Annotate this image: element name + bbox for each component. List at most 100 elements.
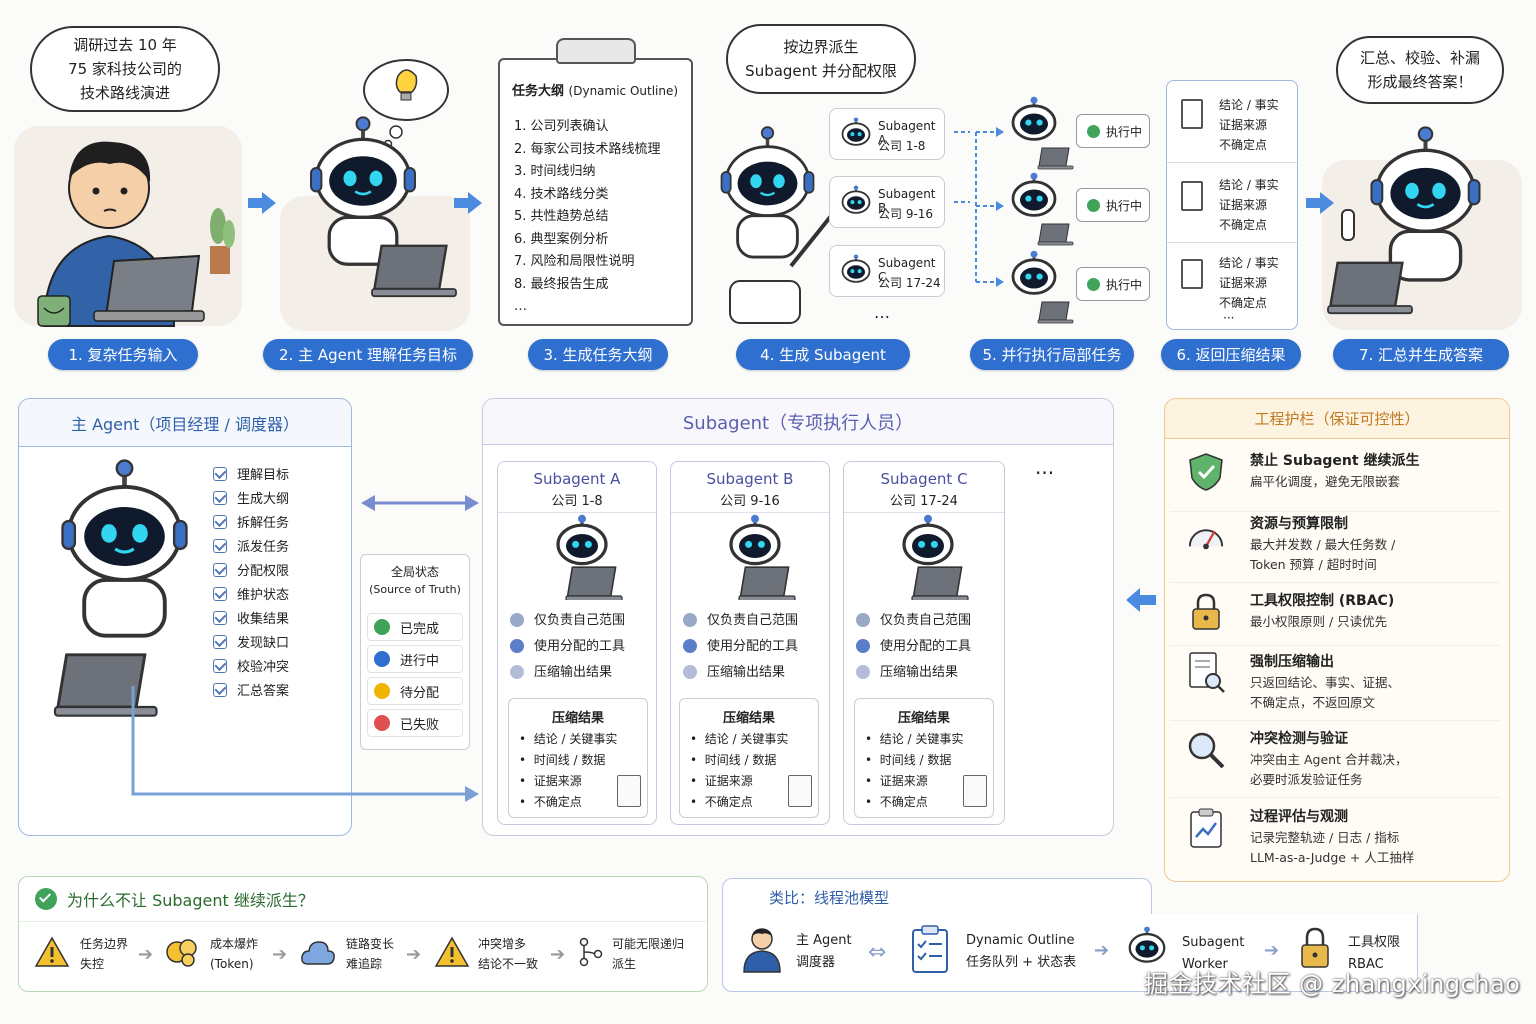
why-not-panel: 为什么不让 Subagent 继续派生？ (18, 876, 708, 992)
state-item: 进行中 (367, 645, 463, 673)
why-not-title: 为什么不让 Subagent 继续派生？ (67, 891, 314, 910)
subagent-robot-illustration (729, 514, 796, 600)
outline-item: 2. 每家公司技术路线梳理 (514, 141, 661, 157)
subagent-rule: 使用分配的工具 (510, 634, 625, 660)
why-not-line: 任务边界 (80, 937, 129, 951)
why-not-line: 可能无限递归 (612, 937, 685, 951)
state-label: 进行中 (400, 653, 440, 669)
state-label: 已完成 (400, 621, 440, 637)
guardrail-desc-line: Token 预算 / 超时时间 (1250, 557, 1377, 572)
guardrail-desc-line: 扁平化调度，避免无限嵌套 (1250, 474, 1401, 489)
main-agent-spawning-illustration (719, 126, 833, 324)
compressed-result-title: 压缩结果 (722, 711, 775, 726)
doc-icon (788, 775, 812, 807)
doc-icon (1181, 181, 1203, 211)
subagent-rule-label: 使用分配的工具 (534, 639, 626, 654)
global-state-subtitle: (Source of Truth) (369, 583, 461, 596)
check-circle-icon (510, 639, 524, 653)
compressed-result-title: 压缩结果 (551, 711, 604, 726)
result-item: • 不确定点 (865, 795, 928, 809)
flow-arrow-icon (454, 192, 482, 214)
checklist-icon (912, 925, 948, 973)
robot-icon (841, 185, 871, 214)
check-circle-icon (1087, 277, 1100, 291)
subagent-rule: 仅负责自己范围 (683, 608, 798, 634)
duty-item: 生成大纲 (213, 489, 289, 510)
manager-icon (743, 928, 781, 973)
subagent-rule-label: 使用分配的工具 (880, 639, 972, 654)
result-item: • 结论 / 关键事实 (690, 732, 789, 746)
guardrail-item: 强制压缩输出 只返回结论、事实、证据、不确定点，不返回原文 (1170, 651, 1500, 721)
outline-item: 1. 公司列表确认 (514, 119, 609, 134)
check-circle-icon (1087, 124, 1100, 138)
guardrail-item: 资源与预算限制 最大并发数 / 最大任务数 /Token 预算 / 超时时间 (1170, 513, 1500, 583)
guardrail-item: 冲突检测与验证 冲突由主 Agent 合并裁决，必要时派发验证任务 (1170, 728, 1500, 798)
why-not-line: 失控 (80, 957, 105, 971)
cost-icon (166, 939, 197, 967)
duty-label: 分配权限 (237, 564, 290, 579)
subagent-card-range: 公司 9-16 (720, 494, 780, 509)
status-dot-icon (374, 715, 390, 731)
check-circle-icon (683, 665, 697, 679)
result-item: • 不确定点 (519, 795, 582, 809)
subagent-panel-title: Subagent（专项执行人员） (682, 412, 914, 434)
outline-title: 任务大纲 (Dynamic Outline) (512, 80, 678, 99)
result-item-label: 时间线 / 数据 (533, 753, 606, 767)
outline-title-text: 任务大纲 (512, 84, 565, 99)
compressed-returns: 结论 / 事实 证据来源 不确定点 结论 / 事实 证据来源 不确定点 结论 /… (1166, 80, 1298, 330)
subagent-rule-label: 压缩输出结果 (534, 665, 613, 680)
subagent-rule-label: 仅负责自己范围 (880, 613, 972, 628)
state-label: 待分配 (400, 685, 440, 701)
duty-label: 发现缺口 (237, 636, 290, 651)
gauge-icon (1186, 515, 1226, 555)
duty-item: 理解目标 (213, 465, 289, 486)
user-speech-bubble: 调研过去 10 年 75 家科技公司的 技术路线演进 (30, 26, 220, 112)
checkbox-icon (213, 587, 227, 601)
subagent-card-range: 公司 17-24 (890, 494, 958, 509)
return-line: 结论 / 事实 (1219, 256, 1279, 270)
analogy-line: RBAC (1348, 957, 1384, 972)
worker-robot-1 (1011, 96, 1074, 170)
subagent-rule: 使用分配的工具 (856, 634, 971, 660)
robot-icon (841, 254, 871, 283)
flow-arrow-icon: ➔ (1264, 940, 1280, 961)
duty-item: 发现缺口 (213, 633, 289, 654)
duty-item: 派发任务 (213, 537, 289, 558)
spawned-subagent-c: Subagent C 公司 17-24 (829, 245, 945, 297)
bubble-line: 按边界派生 (783, 38, 859, 56)
guardrail-title: 过程评估与观测 (1250, 809, 1348, 825)
why-not-item: 冲突增多结论不一致 (434, 934, 554, 974)
result-item: • 不确定点 (690, 795, 753, 809)
flow-arrow-icon: ➔ (550, 944, 566, 965)
return-line: 证据来源 (1219, 198, 1268, 212)
flow-arrow-icon (1306, 192, 1334, 214)
why-not-item: 任务边界失控 (34, 934, 144, 974)
return-line: 结论 / 事实 (1219, 178, 1279, 192)
result-item: • 证据来源 (690, 774, 753, 788)
state-item: 已失败 (367, 709, 463, 737)
checkbox-icon (213, 611, 227, 625)
check-circle-icon (35, 888, 57, 910)
global-state-panel: 全局状态 (Source of Truth) 已完成 进行中 待分配 已失败 (360, 554, 470, 750)
checkbox-icon (213, 539, 227, 553)
doc-icon (1181, 99, 1203, 129)
magnifier-icon (1186, 730, 1226, 770)
doc-icon (963, 775, 987, 807)
subagent-rule-label: 压缩输出结果 (880, 665, 959, 680)
guardrail-title: 禁止 Subagent 继续派生 (1250, 453, 1420, 469)
running-tag: 执行中 (1076, 188, 1150, 222)
guardrail-item: 禁止 Subagent 继续派生 扁平化调度，避免无限嵌套 (1170, 450, 1500, 512)
check-circle-icon (510, 665, 524, 679)
analogy-line: 主 Agent (796, 933, 852, 948)
status-dot-icon (374, 651, 390, 667)
result-item-label: 不确定点 (533, 795, 582, 809)
subagent-robot-illustration (902, 514, 969, 600)
clipboard-clip (556, 38, 636, 64)
guardrail-title: 冲突检测与验证 (1250, 731, 1348, 747)
guardrail-desc-line: 最大并发数 / 最大任务数 / (1250, 537, 1396, 552)
guardrails-title: 工程护栏（保证可控性） (1254, 410, 1420, 428)
guardrail-title: 工具权限控制 (RBAC) (1250, 593, 1395, 609)
flow-arrow-icon: ➔ (1094, 940, 1110, 961)
